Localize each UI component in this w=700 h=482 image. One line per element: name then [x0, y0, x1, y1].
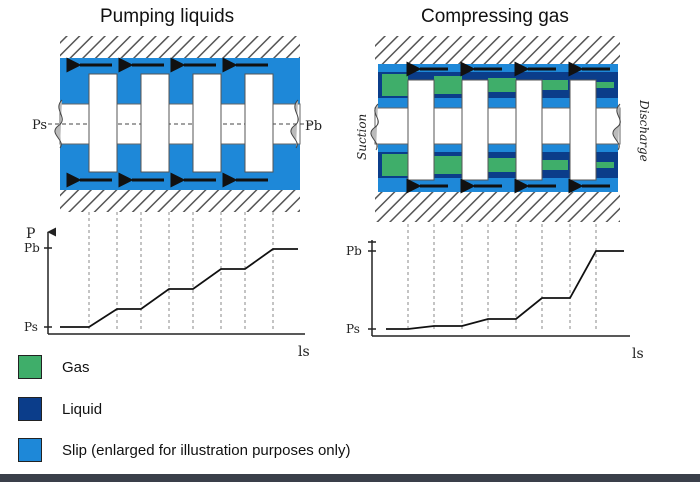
- pressure-curve: [386, 250, 624, 330]
- screw-flight: [140, 73, 170, 173]
- y-axis-label: P: [26, 226, 35, 242]
- gas-pocket: [542, 160, 568, 170]
- legend-item-slip: Slip (enlarged for illustration purposes…: [18, 437, 350, 463]
- screw-flight: [515, 79, 543, 181]
- gas-pocket: [488, 78, 516, 92]
- casing-hatch-bottom-left: [60, 190, 300, 212]
- bottom-border-strip: [0, 474, 700, 482]
- gas-pocket: [382, 154, 408, 176]
- pumping-liquids-screw-diagram: Ps Pb: [32, 36, 322, 212]
- y-tick-label-bottom: Ps: [24, 320, 38, 334]
- title-pumping-liquids: Pumping liquids: [100, 6, 235, 27]
- discharge-label: Discharge: [637, 99, 651, 162]
- casing-hatch-top-right: [375, 36, 620, 64]
- screw-flight: [569, 79, 597, 181]
- y-tick-label-bottom: Ps: [346, 322, 360, 336]
- title-compressing-gas: Compressing gas: [421, 6, 569, 27]
- shaft-break-suction-end: [370, 103, 379, 151]
- legend-swatch-slip: [18, 438, 42, 462]
- legend-swatch-gas: [18, 355, 42, 379]
- legend-swatch-liquid: [18, 397, 42, 421]
- pressure-curve: [60, 248, 298, 328]
- legend-item-gas: Gas: [18, 354, 90, 380]
- gas-pocket: [434, 76, 462, 94]
- gas-pocket: [434, 156, 462, 174]
- inlet-pressure-label: Ps: [32, 118, 47, 133]
- screw-flight: [88, 73, 118, 173]
- gas-pocket: [596, 82, 614, 88]
- y-tick-label-top: Pb: [24, 241, 40, 255]
- gas-pocket: [542, 80, 568, 90]
- gas-pocket: [488, 158, 516, 172]
- outlet-pressure-label: Pb: [305, 119, 322, 134]
- shaft-break-left-end: [54, 99, 63, 149]
- x-axis-label: ls: [632, 346, 644, 362]
- compressing-pressure-graph: Pb Ps ls: [346, 224, 644, 362]
- shaft-break-discharge-end: [612, 103, 621, 151]
- screw-flight: [192, 73, 222, 173]
- y-tick-label-top: Pb: [346, 244, 362, 258]
- screw-flight: [244, 73, 274, 173]
- compressing-gas-screw-diagram: Suction Discharge: [355, 36, 651, 222]
- shaft-break-right-end: [290, 99, 299, 149]
- screw-flight: [461, 79, 489, 181]
- legend-item-liquid: Liquid: [18, 396, 102, 422]
- legend-label-gas: Gas: [62, 358, 90, 376]
- suction-label: Suction: [355, 114, 369, 160]
- pumping-pressure-graph: P Pb Ps ls: [24, 212, 310, 360]
- legend-label-slip: Slip (enlarged for illustration purposes…: [62, 441, 351, 459]
- gas-pocket: [382, 74, 408, 96]
- casing-hatch-top-left: [60, 36, 300, 58]
- casing-hatch-bottom-right: [375, 192, 620, 222]
- screw-flight: [407, 79, 435, 181]
- gas-pocket: [596, 162, 614, 168]
- x-axis-label: ls: [298, 344, 310, 360]
- legend-label-liquid: Liquid: [62, 400, 103, 418]
